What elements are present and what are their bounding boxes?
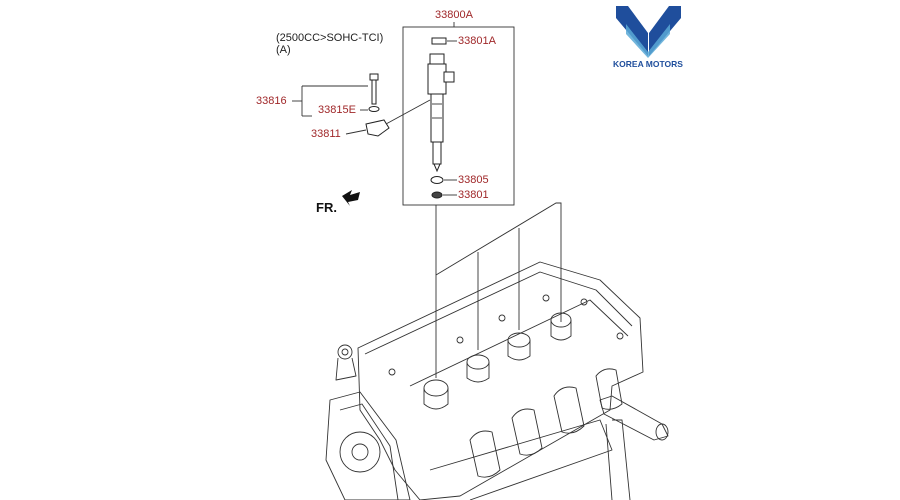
part-label-bolt-washer[interactable]: 33815E bbox=[318, 104, 356, 116]
washer-icon bbox=[431, 191, 443, 199]
part-label-clip[interactable]: 33801A bbox=[458, 35, 497, 47]
injector-assembly-box bbox=[402, 26, 515, 206]
part-label-bolt-group[interactable]: 33816 bbox=[256, 95, 287, 107]
bolt-icon bbox=[369, 73, 379, 105]
part-label-clamp[interactable]: 33811 bbox=[311, 128, 341, 140]
brand-name: KOREA MOTORS bbox=[613, 59, 683, 69]
front-arrow-icon bbox=[342, 190, 360, 206]
bolt-washer-icon bbox=[368, 106, 380, 112]
engine-block-illustration bbox=[325, 261, 669, 500]
location-leader-lines bbox=[435, 202, 562, 378]
logo-mark-inner bbox=[626, 24, 670, 58]
brand-logo: KOREA MOTORS bbox=[613, 6, 683, 69]
clip-icon bbox=[431, 37, 447, 45]
part-label-assembly[interactable]: 33800A bbox=[435, 9, 474, 21]
variant-note: (A) bbox=[276, 44, 291, 56]
part-label-washer[interactable]: 33801 bbox=[458, 189, 489, 201]
clamp-icon bbox=[365, 119, 390, 137]
injector-icon bbox=[427, 53, 455, 173]
direction-label: FR. bbox=[316, 200, 337, 215]
part-label-o-ring[interactable]: 33805 bbox=[458, 174, 489, 186]
o-ring-icon bbox=[430, 176, 444, 184]
engine-spec-note: (2500CC>SOHC-TCI) bbox=[276, 32, 383, 44]
